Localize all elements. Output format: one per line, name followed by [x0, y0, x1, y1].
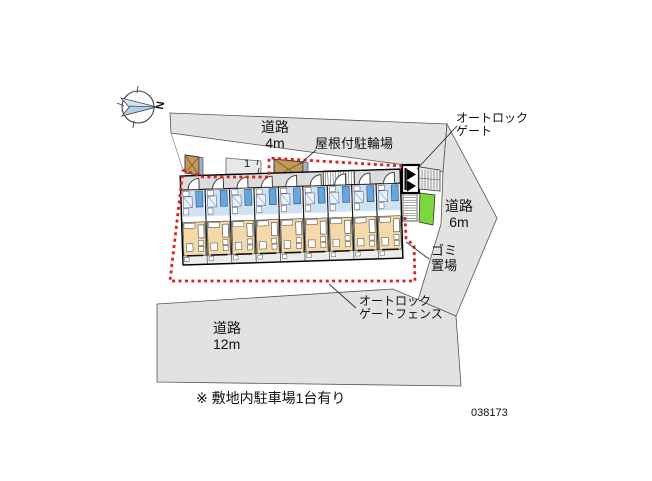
gate-fence-wall	[402, 192, 418, 222]
unit	[277, 174, 306, 263]
outdoor-structures	[184, 154, 309, 181]
site-west-boundary	[170, 132, 184, 171]
parking-stall-label: 1	[243, 158, 251, 170]
road-12m-area	[156, 288, 462, 387]
unit	[302, 174, 330, 262]
unit	[351, 172, 379, 260]
unit	[375, 171, 404, 260]
road-areas	[156, 112, 498, 387]
unit	[180, 177, 208, 266]
autolock-gate-label: オートロック ゲート	[456, 111, 529, 139]
bicycle-shelter-label: 屋根付駐輪場	[315, 136, 394, 151]
unit	[253, 175, 282, 264]
road-4m-label: 道路 4m	[261, 119, 289, 151]
road-6m-label: 道路 6m	[445, 198, 473, 230]
site-boundary-fence	[168, 156, 417, 283]
compass-needle-2	[120, 105, 158, 117]
unit	[228, 176, 257, 264]
leader-trash-area	[405, 241, 430, 260]
building-outline	[179, 168, 404, 266]
planting-strip	[418, 192, 436, 226]
leader-lines	[299, 125, 458, 309]
compass	[116, 85, 158, 129]
road-12m-label: 道路 12m	[213, 320, 241, 352]
leader-bike-shelter	[299, 149, 317, 165]
gate-block	[400, 163, 441, 226]
parking-note: ※ 敷地内駐車場1台有り	[196, 390, 346, 406]
unit	[204, 177, 233, 265]
road-4m-area	[169, 112, 448, 173]
autolock-fence-label: オートロック ゲートフェンス	[359, 294, 443, 322]
units-layer	[180, 171, 404, 266]
autolock-gate-icon	[400, 163, 421, 195]
unit	[326, 173, 355, 261]
bike-rack-grid	[418, 166, 441, 192]
storage-box	[184, 154, 204, 176]
trash-area-label: ゴミ 置場	[430, 243, 457, 273]
apartment-building	[179, 168, 404, 266]
leader-autolock-gate	[416, 125, 458, 170]
plan-code: 038173	[471, 407, 508, 419]
leader-autolock-fence	[328, 283, 357, 309]
